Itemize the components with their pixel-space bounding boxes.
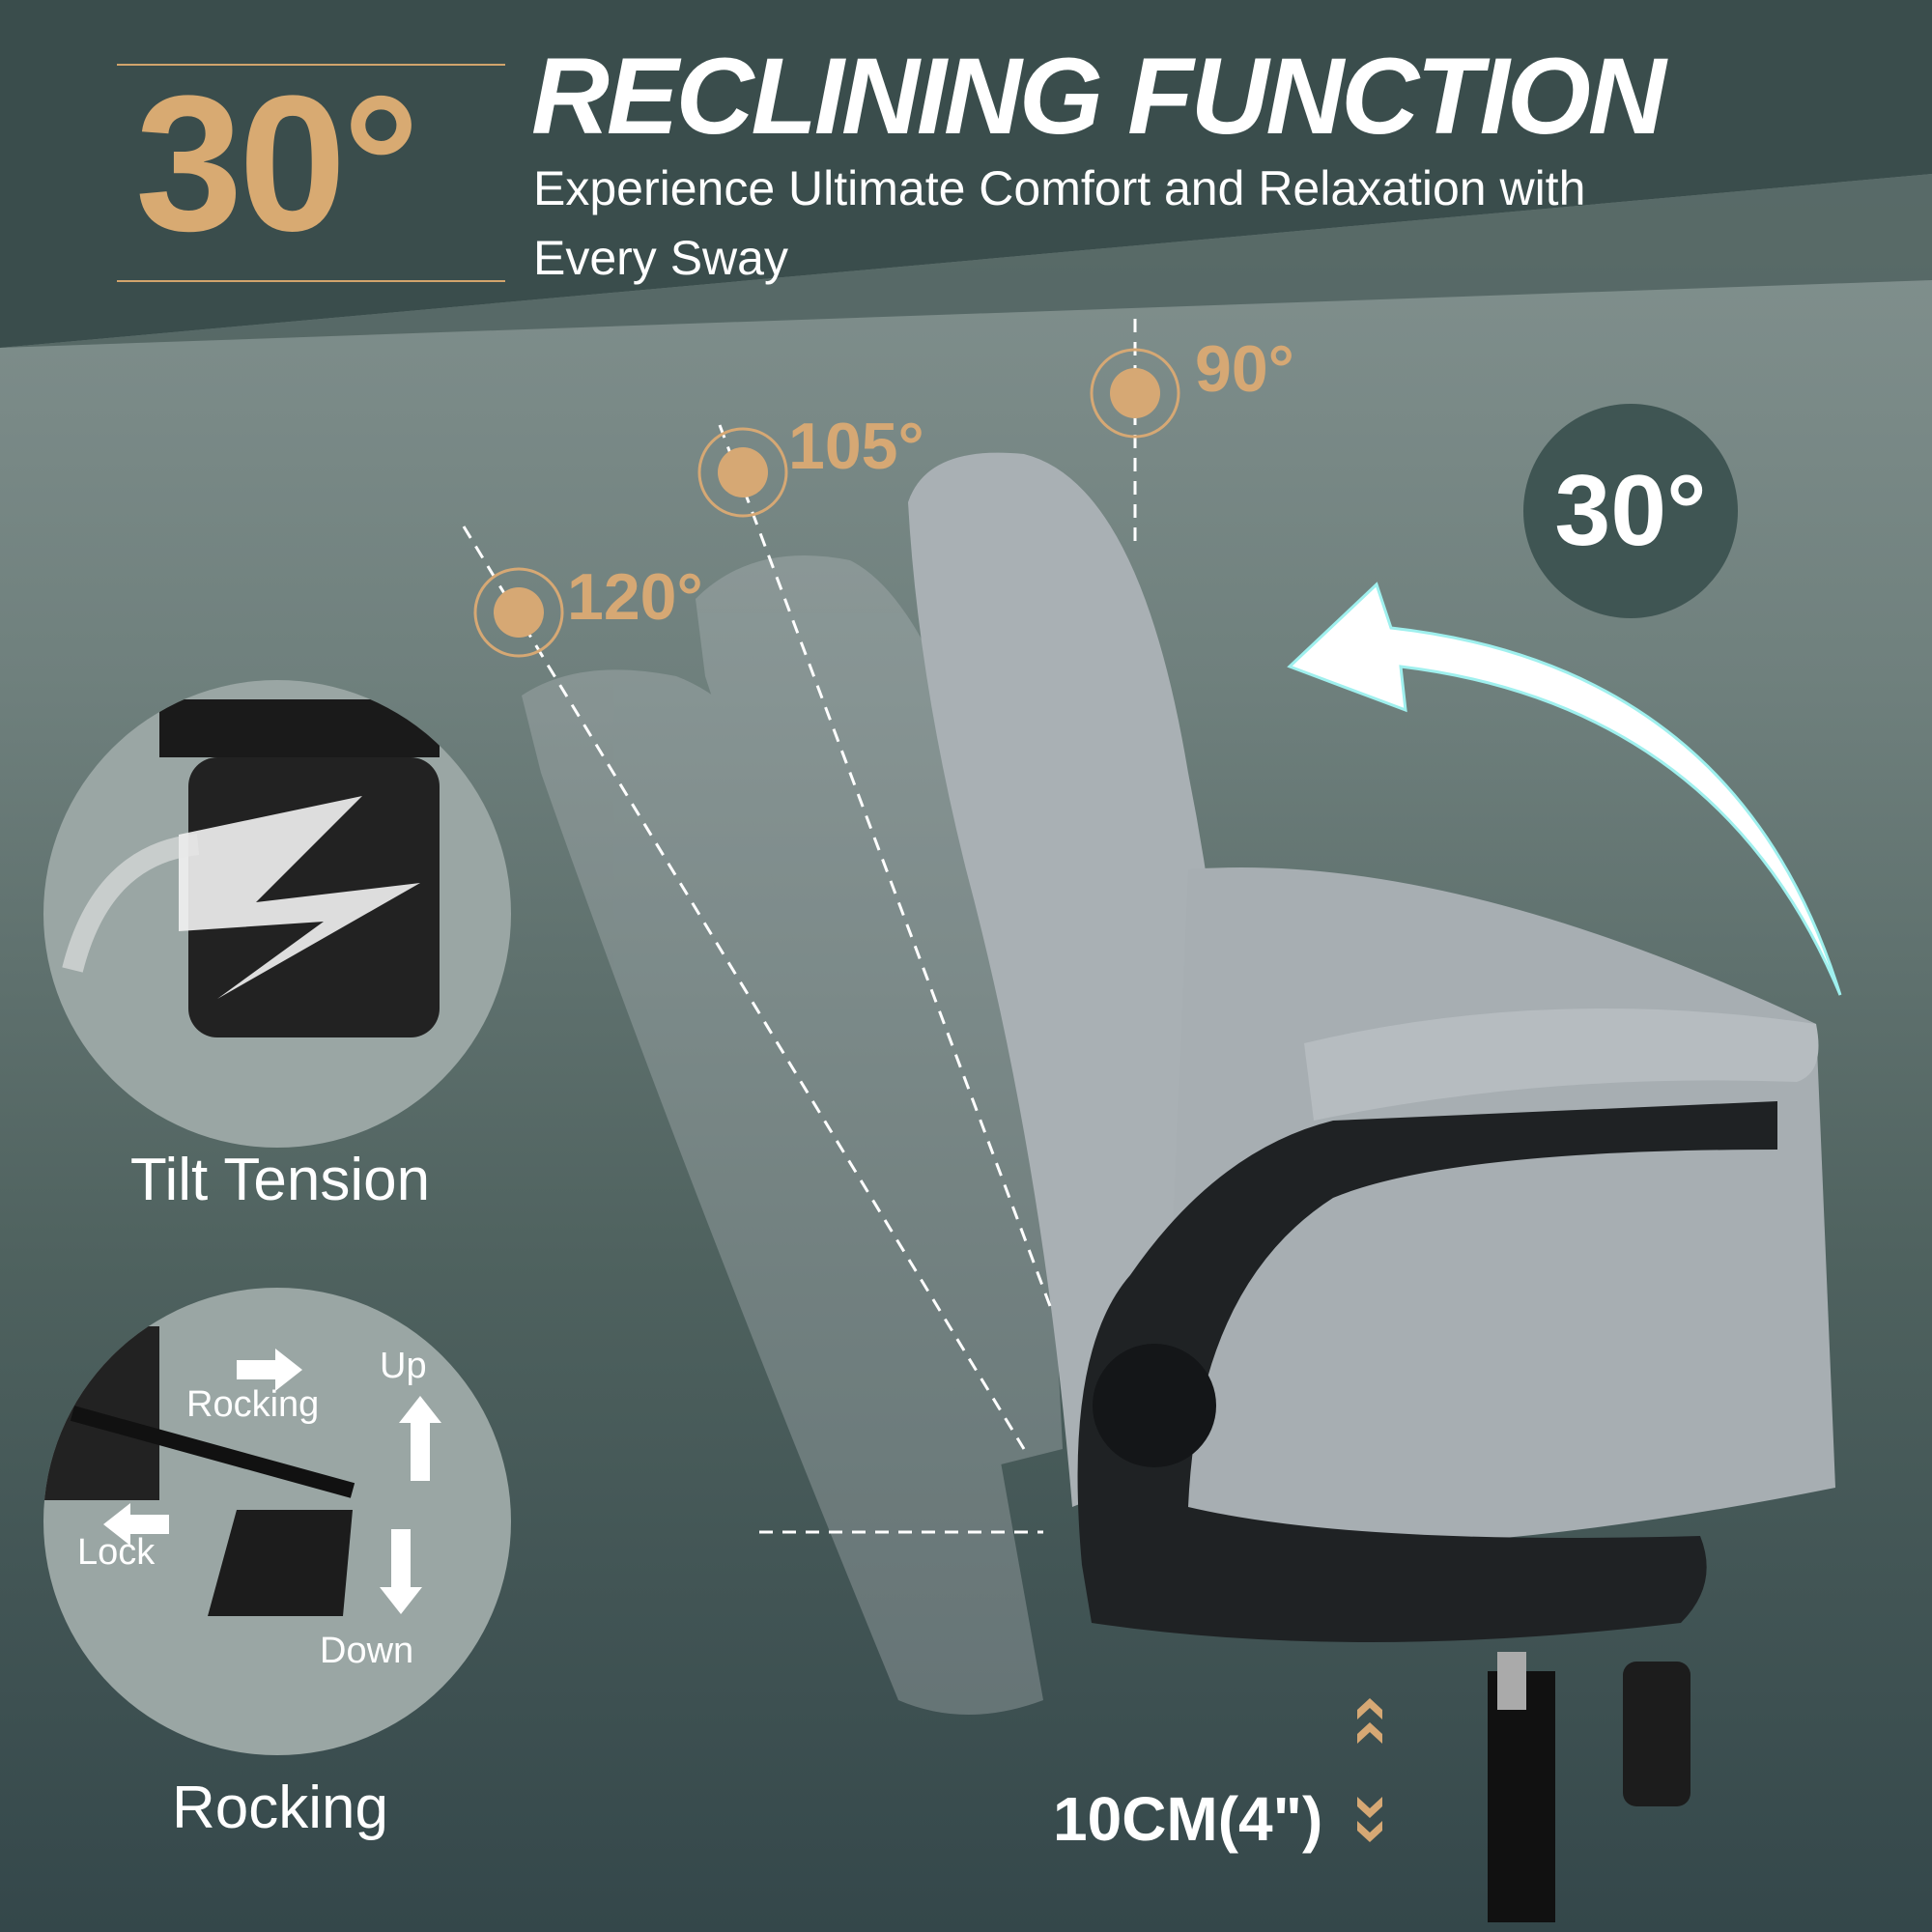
page-title: RECLINING FUNCTION [531,36,1666,156]
rocking-label: Rocking [186,1384,320,1425]
up-label: Up [380,1346,427,1386]
subtitle-line-2: Every Sway [533,231,788,285]
tilt-knob-icon [62,699,440,1037]
lock-label: Lock [77,1532,156,1573]
down-label: Down [320,1631,414,1671]
rocking-detail: Rocking Up Lock Down [43,1288,511,1755]
subtitle-line-1: Experience Ultimate Comfort and Relaxati… [533,161,1586,215]
angle-label-90: 90° [1195,332,1294,406]
tilt-tension-caption: Tilt Tension [129,1147,431,1213]
height-adjust-label: 10CM(4") [1053,1784,1323,1854]
rocking-lever-icon [43,1326,441,1616]
angle-label-120: 120° [567,560,703,634]
header-band [0,0,1932,348]
angle-label-105: 105° [788,410,924,483]
rocking-caption: Rocking [172,1775,388,1841]
divider-top [117,64,505,66]
target-marker-90 [1090,348,1180,439]
tilt-tension-detail [43,680,511,1148]
recline-angle-badge: 30° [1523,404,1738,618]
recline-arrow-icon [1287,582,1842,996]
divider-bottom [117,280,505,282]
header-angle: 30° [135,56,419,271]
